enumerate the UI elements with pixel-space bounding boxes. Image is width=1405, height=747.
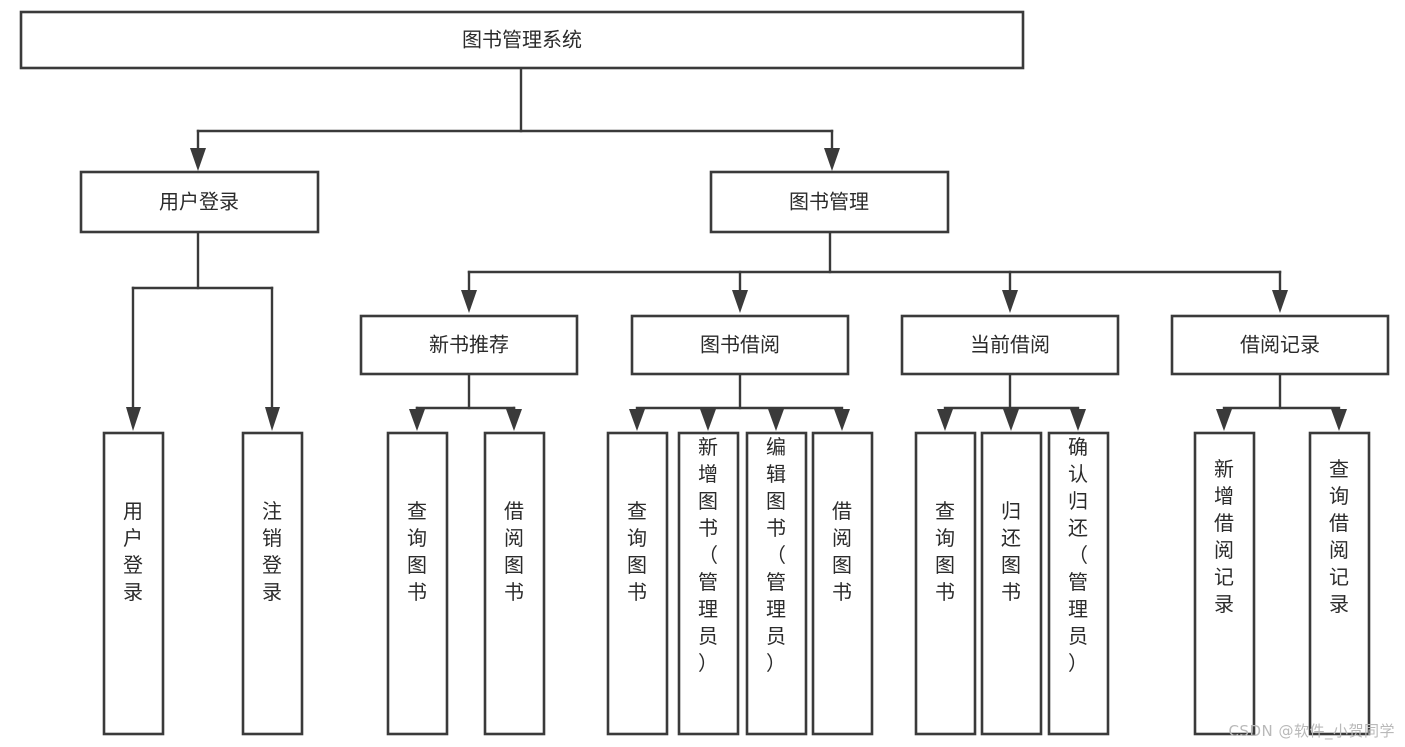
arrow-icon-level3-2 [732, 290, 748, 313]
leaf-user-login-1[interactable]: 用户登录 [102, 431, 165, 736]
node-new-book-recommend[interactable]: 新书推荐 [359, 314, 579, 376]
leaf-book-borrow-3[interactable]: 编辑图书（管理员） [745, 431, 808, 736]
leaf-user-login-1-label: 用户登录 [123, 499, 143, 604]
leaf-current-borrow-1-label: 查询图书 [935, 499, 955, 604]
leaf-current-borrow-1-box[interactable] [914, 431, 977, 736]
leaf-user-login-2-box[interactable] [241, 431, 304, 736]
node-book-management-box[interactable] [709, 170, 950, 234]
leaf-borrow-record-2-box[interactable] [1308, 431, 1371, 736]
arrow-icon-borrow-1 [629, 409, 645, 431]
arrow-icon-newbook-2 [506, 409, 522, 431]
leaf-borrow-record-1[interactable]: 新增借阅记录 [1193, 431, 1256, 736]
leaf-borrow-record-1-label: 新增借阅记录 [1214, 457, 1234, 616]
node-book-management[interactable]: 图书管理 [709, 170, 950, 234]
leaf-new-book-1-box[interactable] [386, 431, 449, 736]
node-book-borrow[interactable]: 图书借阅 [630, 314, 850, 376]
leaf-book-borrow-1-box[interactable] [606, 431, 669, 736]
node-new-book-recommend-label: 新书推荐 [429, 333, 509, 357]
leaf-current-borrow-3[interactable]: 确认归还（管理员） [1047, 431, 1110, 736]
arrow-icon-record-1 [1216, 409, 1232, 431]
leaf-new-book-2[interactable]: 借阅图书 [483, 431, 546, 736]
leaf-book-borrow-3-label: 编辑图书（管理员） [766, 435, 786, 675]
leaf-book-borrow-4-box[interactable] [811, 431, 874, 736]
node-current-borrow-label: 当前借阅 [970, 333, 1050, 357]
leaf-current-borrow-3-box[interactable] [1047, 431, 1110, 736]
arrow-icon-level3-3 [1002, 290, 1018, 313]
leaf-current-borrow-1[interactable]: 查询图书 [914, 431, 977, 736]
leaf-current-borrow-2[interactable]: 归还图书 [980, 431, 1043, 736]
leaf-new-book-2-box[interactable] [483, 431, 546, 736]
leaf-book-borrow-2[interactable]: 新增图书（管理员） [677, 431, 740, 736]
arrow-icon-userlogin-1 [126, 407, 141, 431]
arrow-icon-borrow-4 [834, 409, 850, 431]
connector-layer [126, 66, 1347, 431]
leaf-user-login-2-label: 注销登录 [262, 499, 282, 604]
arrow-icon-level3-1 [461, 290, 477, 313]
leaf-book-borrow-3-box[interactable] [745, 431, 808, 736]
leaf-current-borrow-3-label: 确认归还（管理员） [1068, 435, 1088, 675]
leaf-book-borrow-2-label: 新增图书（管理员） [698, 435, 718, 675]
arrow-icon-record-2 [1331, 409, 1347, 431]
leaf-user-login-1-box[interactable] [102, 431, 165, 736]
leaf-user-login-2[interactable]: 注销登录 [241, 431, 304, 736]
node-user-login-box[interactable] [79, 170, 320, 234]
leaf-borrow-record-1-box[interactable] [1193, 431, 1256, 736]
node-user-login-label: 用户登录 [159, 190, 239, 214]
arrow-icon-level2-2 [824, 148, 840, 171]
node-current-borrow[interactable]: 当前借阅 [900, 314, 1120, 376]
leaf-book-borrow-2-box[interactable] [677, 431, 740, 736]
node-book-management-label: 图书管理 [789, 190, 869, 214]
node-root-box[interactable] [19, 10, 1025, 70]
node-borrow-record-label: 借阅记录 [1240, 333, 1320, 357]
arrow-icon-current-2 [1003, 409, 1019, 431]
arrow-icon-borrow-2 [700, 409, 716, 431]
node-new-book-recommend-box[interactable] [359, 314, 579, 376]
arrow-icon-userlogin-2 [265, 407, 280, 431]
leaf-current-borrow-2-box[interactable] [980, 431, 1043, 736]
leaf-book-borrow-1[interactable]: 查询图书 [606, 431, 669, 736]
leaf-book-borrow-1-label: 查询图书 [627, 499, 647, 604]
arrow-icon-borrow-3 [768, 409, 784, 431]
arrow-icon-newbook-1 [409, 409, 425, 431]
node-book-borrow-label: 图书借阅 [700, 333, 780, 357]
arrow-icon-level2-1 [190, 148, 206, 171]
node-root-label: 图书管理系统 [462, 28, 582, 52]
leaf-new-book-1-label: 查询图书 [407, 499, 427, 604]
node-book-borrow-box[interactable] [630, 314, 850, 376]
node-user-login[interactable]: 用户登录 [79, 170, 320, 234]
arrow-icon-level3-4 [1272, 290, 1288, 313]
node-current-borrow-box[interactable] [900, 314, 1120, 376]
leaf-borrow-record-2[interactable]: 查询借阅记录 [1308, 431, 1371, 736]
leaf-new-book-2-label: 借阅图书 [504, 499, 524, 604]
leaf-book-borrow-4[interactable]: 借阅图书 [811, 431, 874, 736]
leaf-new-book-1[interactable]: 查询图书 [386, 431, 449, 736]
node-root[interactable]: 图书管理系统 [19, 10, 1025, 70]
arrow-icon-current-3 [1070, 409, 1086, 431]
leaf-book-borrow-4-label: 借阅图书 [832, 499, 852, 604]
node-borrow-record-box[interactable] [1170, 314, 1390, 376]
leaf-current-borrow-2-label: 归还图书 [1001, 499, 1021, 604]
csdn-watermark: CSDN @软件_小贺同学 [1228, 722, 1395, 740]
node-borrow-record[interactable]: 借阅记录 [1170, 314, 1390, 376]
arrow-icon-current-1 [937, 409, 953, 431]
leaf-borrow-record-2-label: 查询借阅记录 [1329, 457, 1349, 616]
